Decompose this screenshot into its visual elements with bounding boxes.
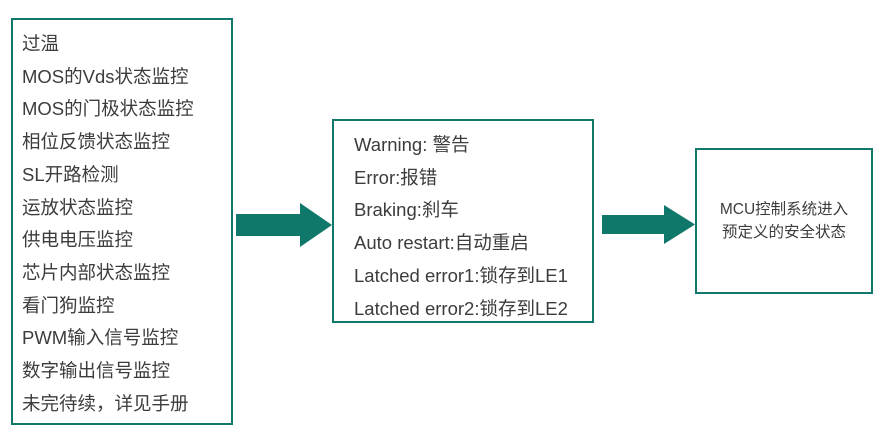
right-arrow-icon — [236, 203, 332, 247]
list-item: MOS的门极状态监控 — [22, 98, 194, 120]
list-item: 过温 — [22, 33, 60, 54]
list-item: PWM输入信号监控 — [22, 327, 179, 349]
list-item: SL开路检测 — [22, 163, 119, 185]
list-item: 芯片内部状态监控 — [22, 261, 171, 283]
list-item: Auto restart:自动重启 — [354, 232, 529, 254]
list-item: MOS的Vds状态监控 — [22, 65, 189, 87]
right-arrow-icon — [602, 205, 695, 244]
list-item: Latched error2:锁存到LE2 — [354, 297, 568, 319]
list-item: Warning: 警告 — [354, 134, 470, 155]
list-item: 数字输出信号监控 — [22, 360, 171, 382]
mcu-safe-state-box: MCU控制系统进入 预定义的安全状态 — [695, 148, 873, 294]
list-item: Braking:刹车 — [354, 199, 459, 221]
list-item: 运放状态监控 — [22, 196, 134, 218]
arrow-states-to-safestate — [602, 205, 695, 244]
list-item: 供电电压监控 — [22, 229, 134, 251]
fault-reaction-states-box: Warning: 警告 Error:报错 Braking:刹车 Auto res… — [332, 119, 594, 323]
list-item: 相位反馈状态监控 — [22, 131, 171, 153]
list-item: 看门狗监控 — [22, 294, 115, 316]
mcu-safe-state-text: MCU控制系统进入 预定义的安全状态 — [719, 201, 849, 241]
list-item: 未完待续，详见手册 — [22, 392, 189, 414]
monitoring-functions-list: 过温 MOS的Vds状态监控 MOS的门极状态监控 相位反馈状态监控 SL开路检… — [22, 28, 227, 420]
arrow-monitors-to-states — [236, 203, 332, 247]
fault-reaction-states-list: Warning: 警告 Error:报错 Braking:刹车 Auto res… — [354, 129, 590, 325]
list-item: Error:报错 — [354, 166, 438, 188]
list-item: Latched error1:锁存到LE1 — [354, 264, 568, 286]
monitoring-functions-box: 过温 MOS的Vds状态监控 MOS的门极状态监控 相位反馈状态监控 SL开路检… — [11, 18, 233, 425]
